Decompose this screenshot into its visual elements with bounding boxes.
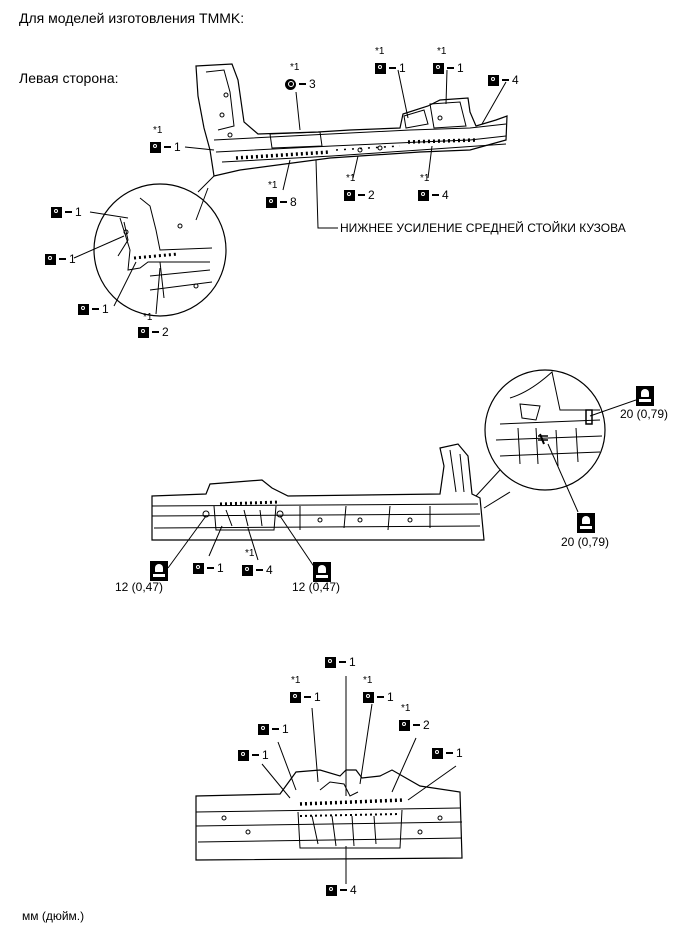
- spot-weld-icon: [138, 326, 149, 338]
- weld-callout: 1: [325, 656, 356, 668]
- spot-weld-icon: [399, 719, 410, 731]
- plug-weld-icon: [285, 78, 296, 90]
- note-mark: *1: [291, 675, 301, 686]
- weld-callout: 2: [344, 189, 375, 201]
- weld-callout: 1: [193, 562, 224, 574]
- weld-callout: 1: [78, 303, 109, 315]
- weld-callout: 8: [266, 196, 297, 208]
- note-mark: *1: [290, 62, 300, 73]
- note-mark: *1: [153, 125, 163, 136]
- weld-callout: 1: [150, 141, 181, 153]
- note-mark: *1: [268, 180, 278, 191]
- weld-callout: 3: [285, 78, 316, 90]
- inset-detail-1: [73, 183, 227, 317]
- spot-weld-icon: [45, 253, 56, 265]
- rocker-top-view: [184, 63, 508, 229]
- note-mark: *1: [401, 703, 411, 714]
- torque-value: 12 (0,47): [292, 580, 341, 594]
- units-label: мм (дюйм.): [22, 909, 85, 923]
- side-label: Левая сторона:: [19, 70, 119, 86]
- spot-weld-icon: [290, 691, 301, 703]
- note-mark: *1: [437, 46, 447, 57]
- weld-callout: 1: [258, 723, 289, 735]
- weld-callout: 1: [363, 691, 394, 703]
- spot-weld-icon: [433, 62, 444, 74]
- note-mark: *1: [143, 312, 153, 323]
- torque-wrench-icon: [577, 513, 595, 533]
- spot-weld-icon: [238, 749, 249, 761]
- weld-callout: 1: [433, 62, 464, 74]
- spot-weld-icon: [78, 303, 89, 315]
- spot-weld-icon: [488, 74, 499, 86]
- spot-weld-icon: [325, 656, 336, 668]
- rocker-side-view: [151, 443, 511, 569]
- spot-weld-icon: [432, 747, 443, 759]
- note-mark: *1: [346, 173, 356, 184]
- weld-callout: 4: [326, 884, 357, 896]
- spot-weld-icon: [418, 189, 429, 201]
- weld-callout: 2: [138, 326, 169, 338]
- spot-weld-icon: [266, 196, 277, 208]
- weld-callout: 1: [51, 206, 82, 218]
- note-mark: *1: [363, 675, 373, 686]
- torque-wrench-icon: [150, 561, 168, 581]
- spot-weld-icon: [150, 141, 161, 153]
- torque-value: 12 (0,47): [115, 580, 164, 594]
- spot-weld-icon: [326, 884, 337, 896]
- spot-weld-icon: [375, 62, 386, 74]
- spot-weld-icon: [344, 189, 355, 201]
- spot-weld-icon: [242, 564, 253, 576]
- spot-weld-icon: [193, 562, 204, 574]
- spot-weld-icon: [51, 206, 62, 218]
- weld-callout: 4: [418, 189, 449, 201]
- torque-wrench-icon: [313, 562, 331, 582]
- torque-value: 20 (0,79): [620, 407, 669, 421]
- torque-value: 20 (0,79): [561, 535, 610, 549]
- note-mark: *1: [245, 548, 255, 559]
- inset-detail-2: [484, 369, 637, 513]
- weld-callout: 1: [375, 62, 406, 74]
- spot-weld-icon: [258, 723, 269, 735]
- spot-weld-icon: [363, 691, 374, 703]
- page-title: Для моделей изготовления TMMK:: [19, 10, 245, 26]
- note-mark: *1: [375, 46, 385, 57]
- weld-callout: 1: [238, 749, 269, 761]
- rocker-closeup-view: [195, 676, 463, 884]
- weld-callout: 4: [242, 564, 273, 576]
- weld-callout: 2: [399, 719, 430, 731]
- part-name-label: НИЖНЕЕ УСИЛЕНИЕ СРЕДНЕЙ СТОЙКИ КУЗОВА: [340, 221, 626, 235]
- torque-wrench-icon: [636, 386, 654, 406]
- weld-callout: 1: [290, 691, 321, 703]
- weld-callout: 1: [432, 747, 463, 759]
- weld-callout: 4: [488, 74, 519, 86]
- weld-callout: 1: [45, 253, 76, 265]
- note-mark: *1: [420, 173, 430, 184]
